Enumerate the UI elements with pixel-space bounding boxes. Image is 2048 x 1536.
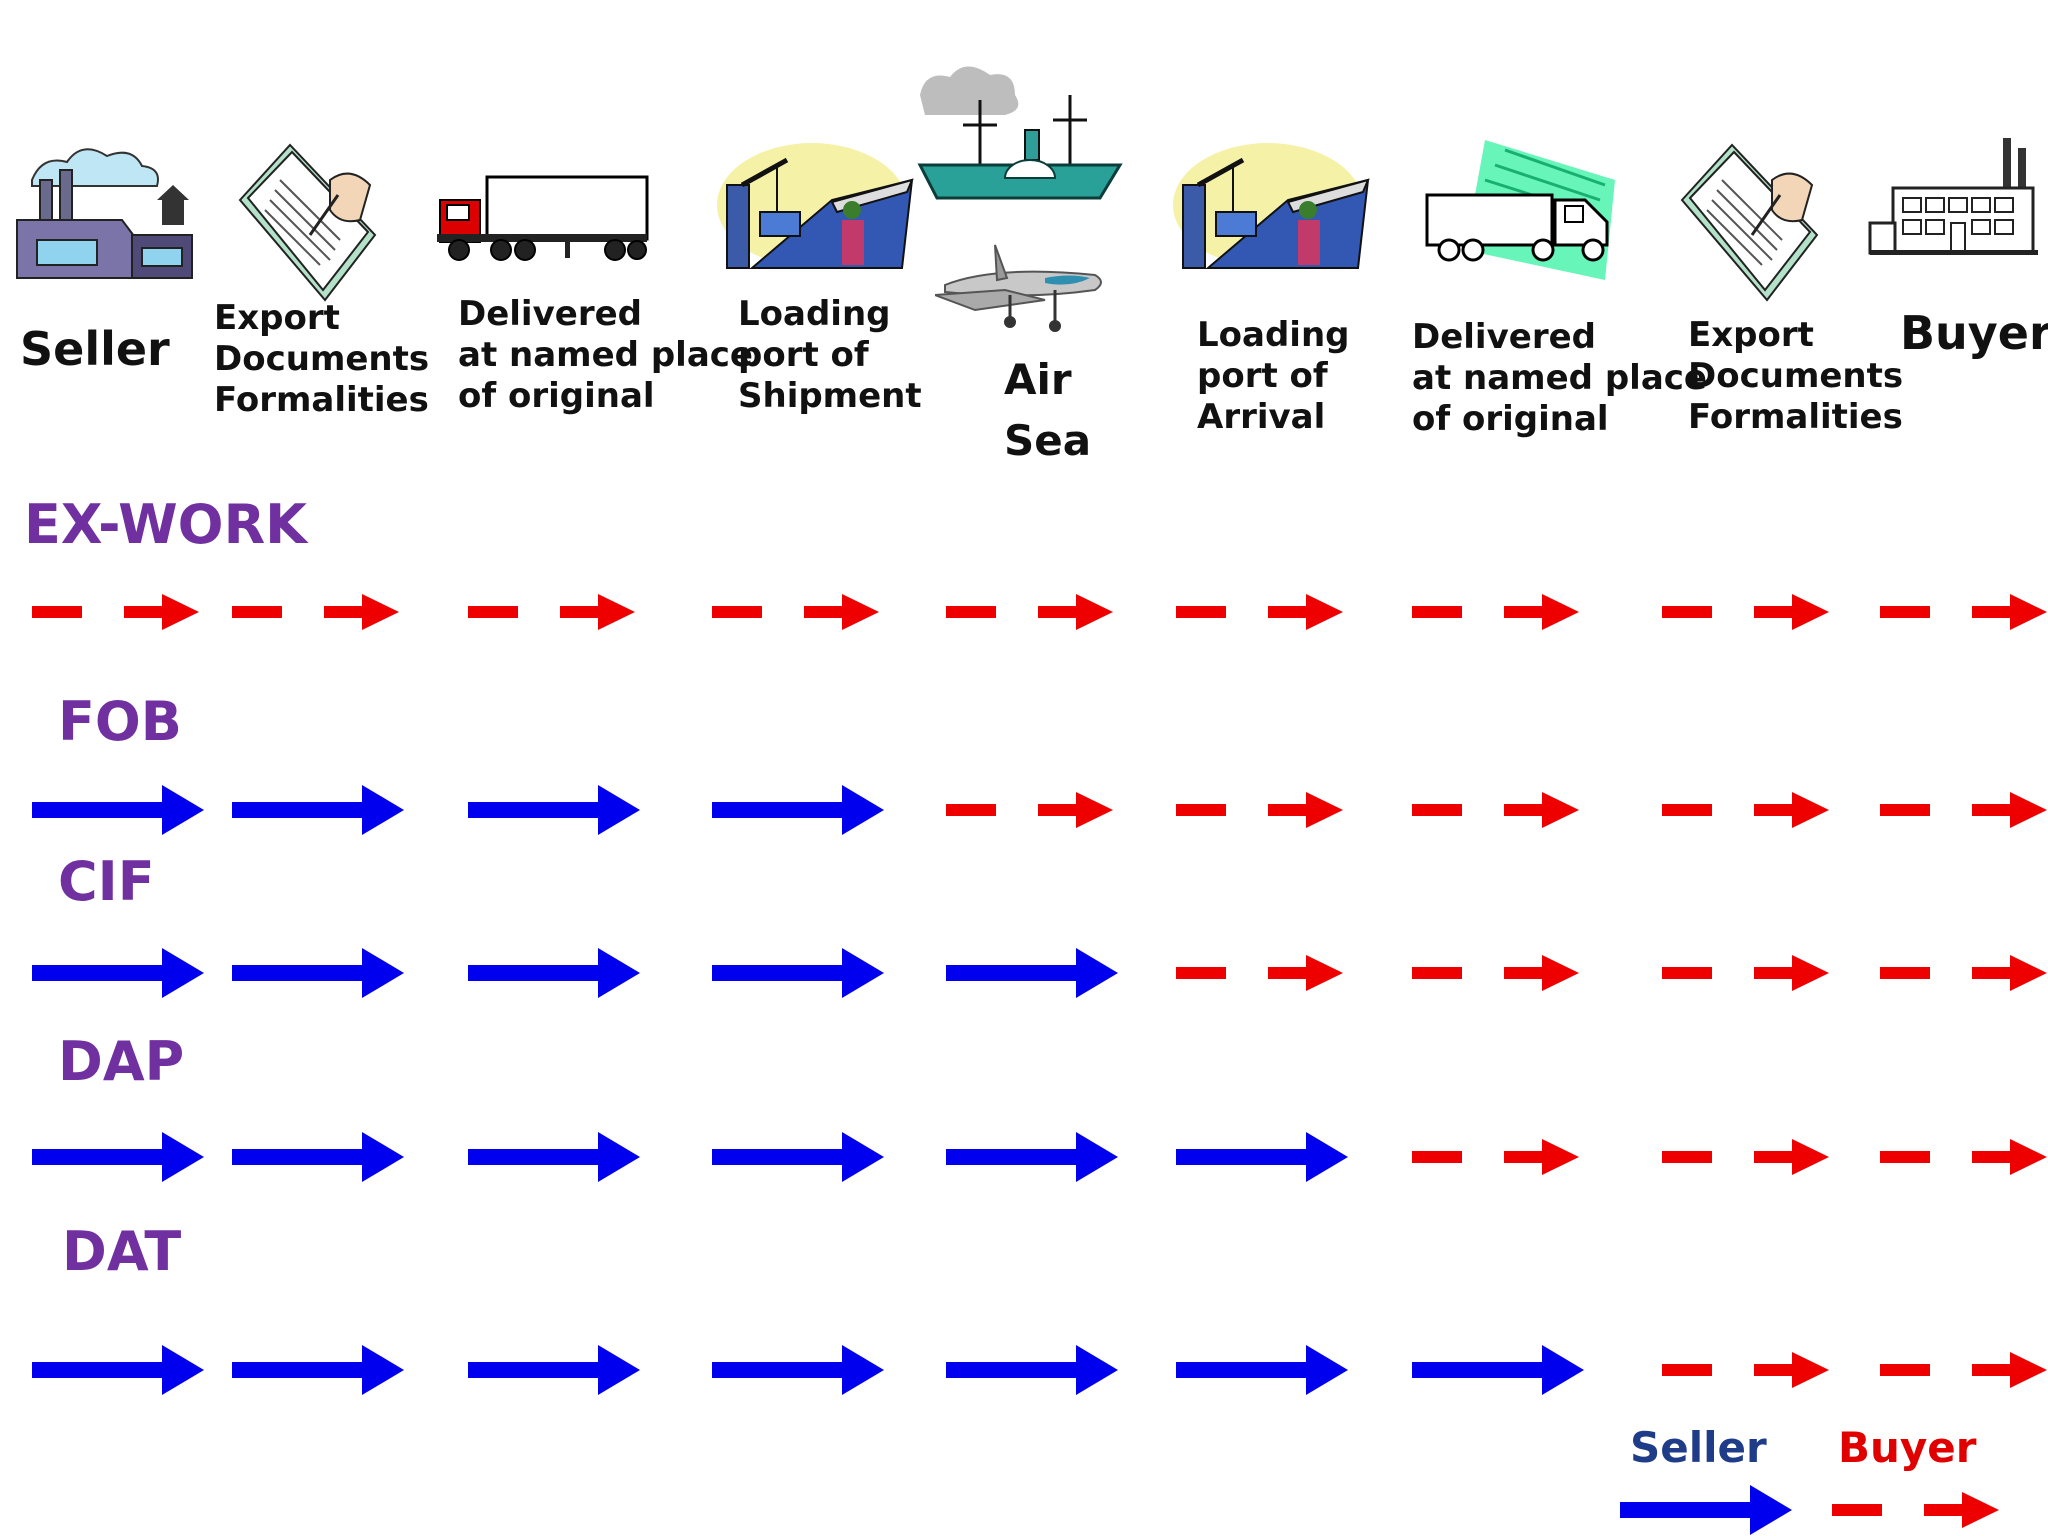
arrow-dap-5-seller: [946, 1132, 1118, 1182]
arrow-dap-8-buyer: [1662, 1139, 1829, 1175]
arrow-ex-work-3-buyer: [468, 594, 635, 630]
arrow-dat-6-seller: [1176, 1345, 1348, 1395]
truck-icon: [1425, 140, 1615, 280]
arrow-ex-work-5-buyer: [946, 594, 1113, 630]
arrow-fob-4-seller: [712, 785, 884, 835]
arrow-dap-6-seller: [1176, 1132, 1348, 1182]
arrow-dat-1-seller: [32, 1345, 204, 1395]
term-label-fob: FOB: [58, 690, 182, 753]
arrow-cif-2-seller: [232, 948, 404, 998]
arrow-dap-3-seller: [468, 1132, 640, 1182]
document-signing-icon: [1680, 143, 1819, 302]
stage-label-seller: Seller: [20, 322, 170, 376]
arrow-ex-work-2-buyer: [232, 594, 399, 630]
building-icon: [1868, 138, 2038, 255]
legend-seller-arrow: [1620, 1485, 1792, 1535]
arrow-dat-5-seller: [946, 1345, 1118, 1395]
arrow-dat-9-buyer: [1880, 1352, 2047, 1388]
arrow-dap-7-buyer: [1412, 1139, 1579, 1175]
stage-label-buyer: Buyer: [1900, 306, 2048, 360]
arrow-cif-7-buyer: [1412, 955, 1579, 991]
airplane-icon: [935, 244, 1102, 332]
arrow-ex-work-7-buyer: [1412, 594, 1579, 630]
legend-buyer-arrow: [1832, 1492, 1999, 1528]
term-label-exwork: EX-WORK: [24, 493, 307, 556]
arrow-fob-3-seller: [468, 785, 640, 835]
arrow-fob-8-buyer: [1662, 792, 1829, 828]
arrow-ex-work-9-buyer: [1880, 594, 2047, 630]
arrow-dap-2-seller: [232, 1132, 404, 1182]
arrow-fob-7-buyer: [1412, 792, 1579, 828]
term-label-dat: DAT: [62, 1220, 182, 1283]
arrow-cif-8-buyer: [1662, 955, 1829, 991]
legend-seller-label: Seller: [1630, 1423, 1767, 1472]
arrow-fob-6-buyer: [1176, 792, 1343, 828]
arrow-dap-4-seller: [712, 1132, 884, 1182]
arrow-cif-6-buyer: [1176, 955, 1343, 991]
arrow-fob-9-buyer: [1880, 792, 2047, 828]
arrow-ex-work-4-buyer: [712, 594, 879, 630]
legend-buyer-label: Buyer: [1838, 1423, 1977, 1472]
arrow-dat-3-seller: [468, 1345, 640, 1395]
arrow-cif-1-seller: [32, 948, 204, 998]
arrow-cif-3-seller: [468, 948, 640, 998]
arrow-cif-9-buyer: [1880, 955, 2047, 991]
arrow-cif-5-seller: [946, 948, 1118, 998]
arrow-fob-1-seller: [32, 785, 204, 835]
arrow-cif-4-seller: [712, 948, 884, 998]
truck-icon: [437, 175, 649, 261]
arrow-dat-8-buyer: [1662, 1352, 1829, 1388]
port-crane-icon: [1173, 143, 1370, 269]
document-signing-icon: [238, 143, 377, 302]
ship-icon: [917, 66, 1123, 200]
arrow-dat-4-seller: [712, 1345, 884, 1395]
arrow-dap-1-seller: [32, 1132, 204, 1182]
arrow-dat-7-seller: [1412, 1345, 1584, 1395]
port-crane-icon: [717, 143, 914, 269]
arrow-ex-work-6-buyer: [1176, 594, 1343, 630]
term-label-dap: DAP: [58, 1030, 185, 1093]
arrow-ex-work-8-buyer: [1662, 594, 1829, 630]
arrow-fob-5-buyer: [946, 792, 1113, 828]
arrow-dap-9-buyer: [1880, 1139, 2047, 1175]
term-label-cif: CIF: [58, 850, 155, 913]
arrow-fob-2-seller: [232, 785, 404, 835]
factory-icon: [16, 148, 193, 279]
arrow-dat-2-seller: [232, 1345, 404, 1395]
arrow-ex-work-1-buyer: [32, 594, 199, 630]
